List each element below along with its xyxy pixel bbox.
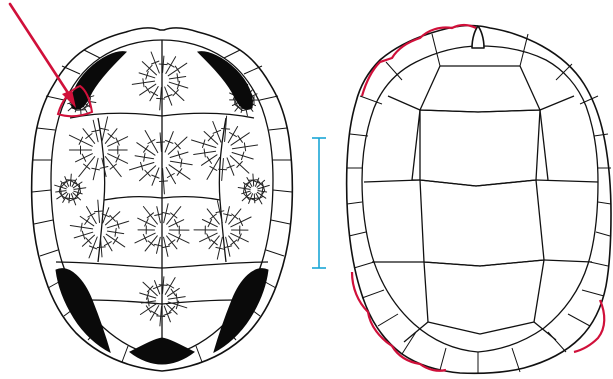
pattern-crossbar (157, 142, 165, 143)
pattern-crossbar (97, 247, 105, 248)
pattern-crossbar (157, 316, 165, 317)
pattern-crossbar (222, 129, 230, 130)
pattern-crossbar (159, 64, 167, 65)
left-carapace (10, 4, 292, 371)
pattern-crossbar (160, 181, 168, 182)
scale-bar (312, 138, 326, 268)
pattern-crossbar (219, 169, 227, 170)
arrow-icon (10, 4, 76, 108)
pattern-crossbar (95, 211, 103, 212)
pattern-crossbar (159, 285, 167, 286)
pattern-crossbar (157, 98, 165, 99)
right-carapace (347, 25, 611, 374)
